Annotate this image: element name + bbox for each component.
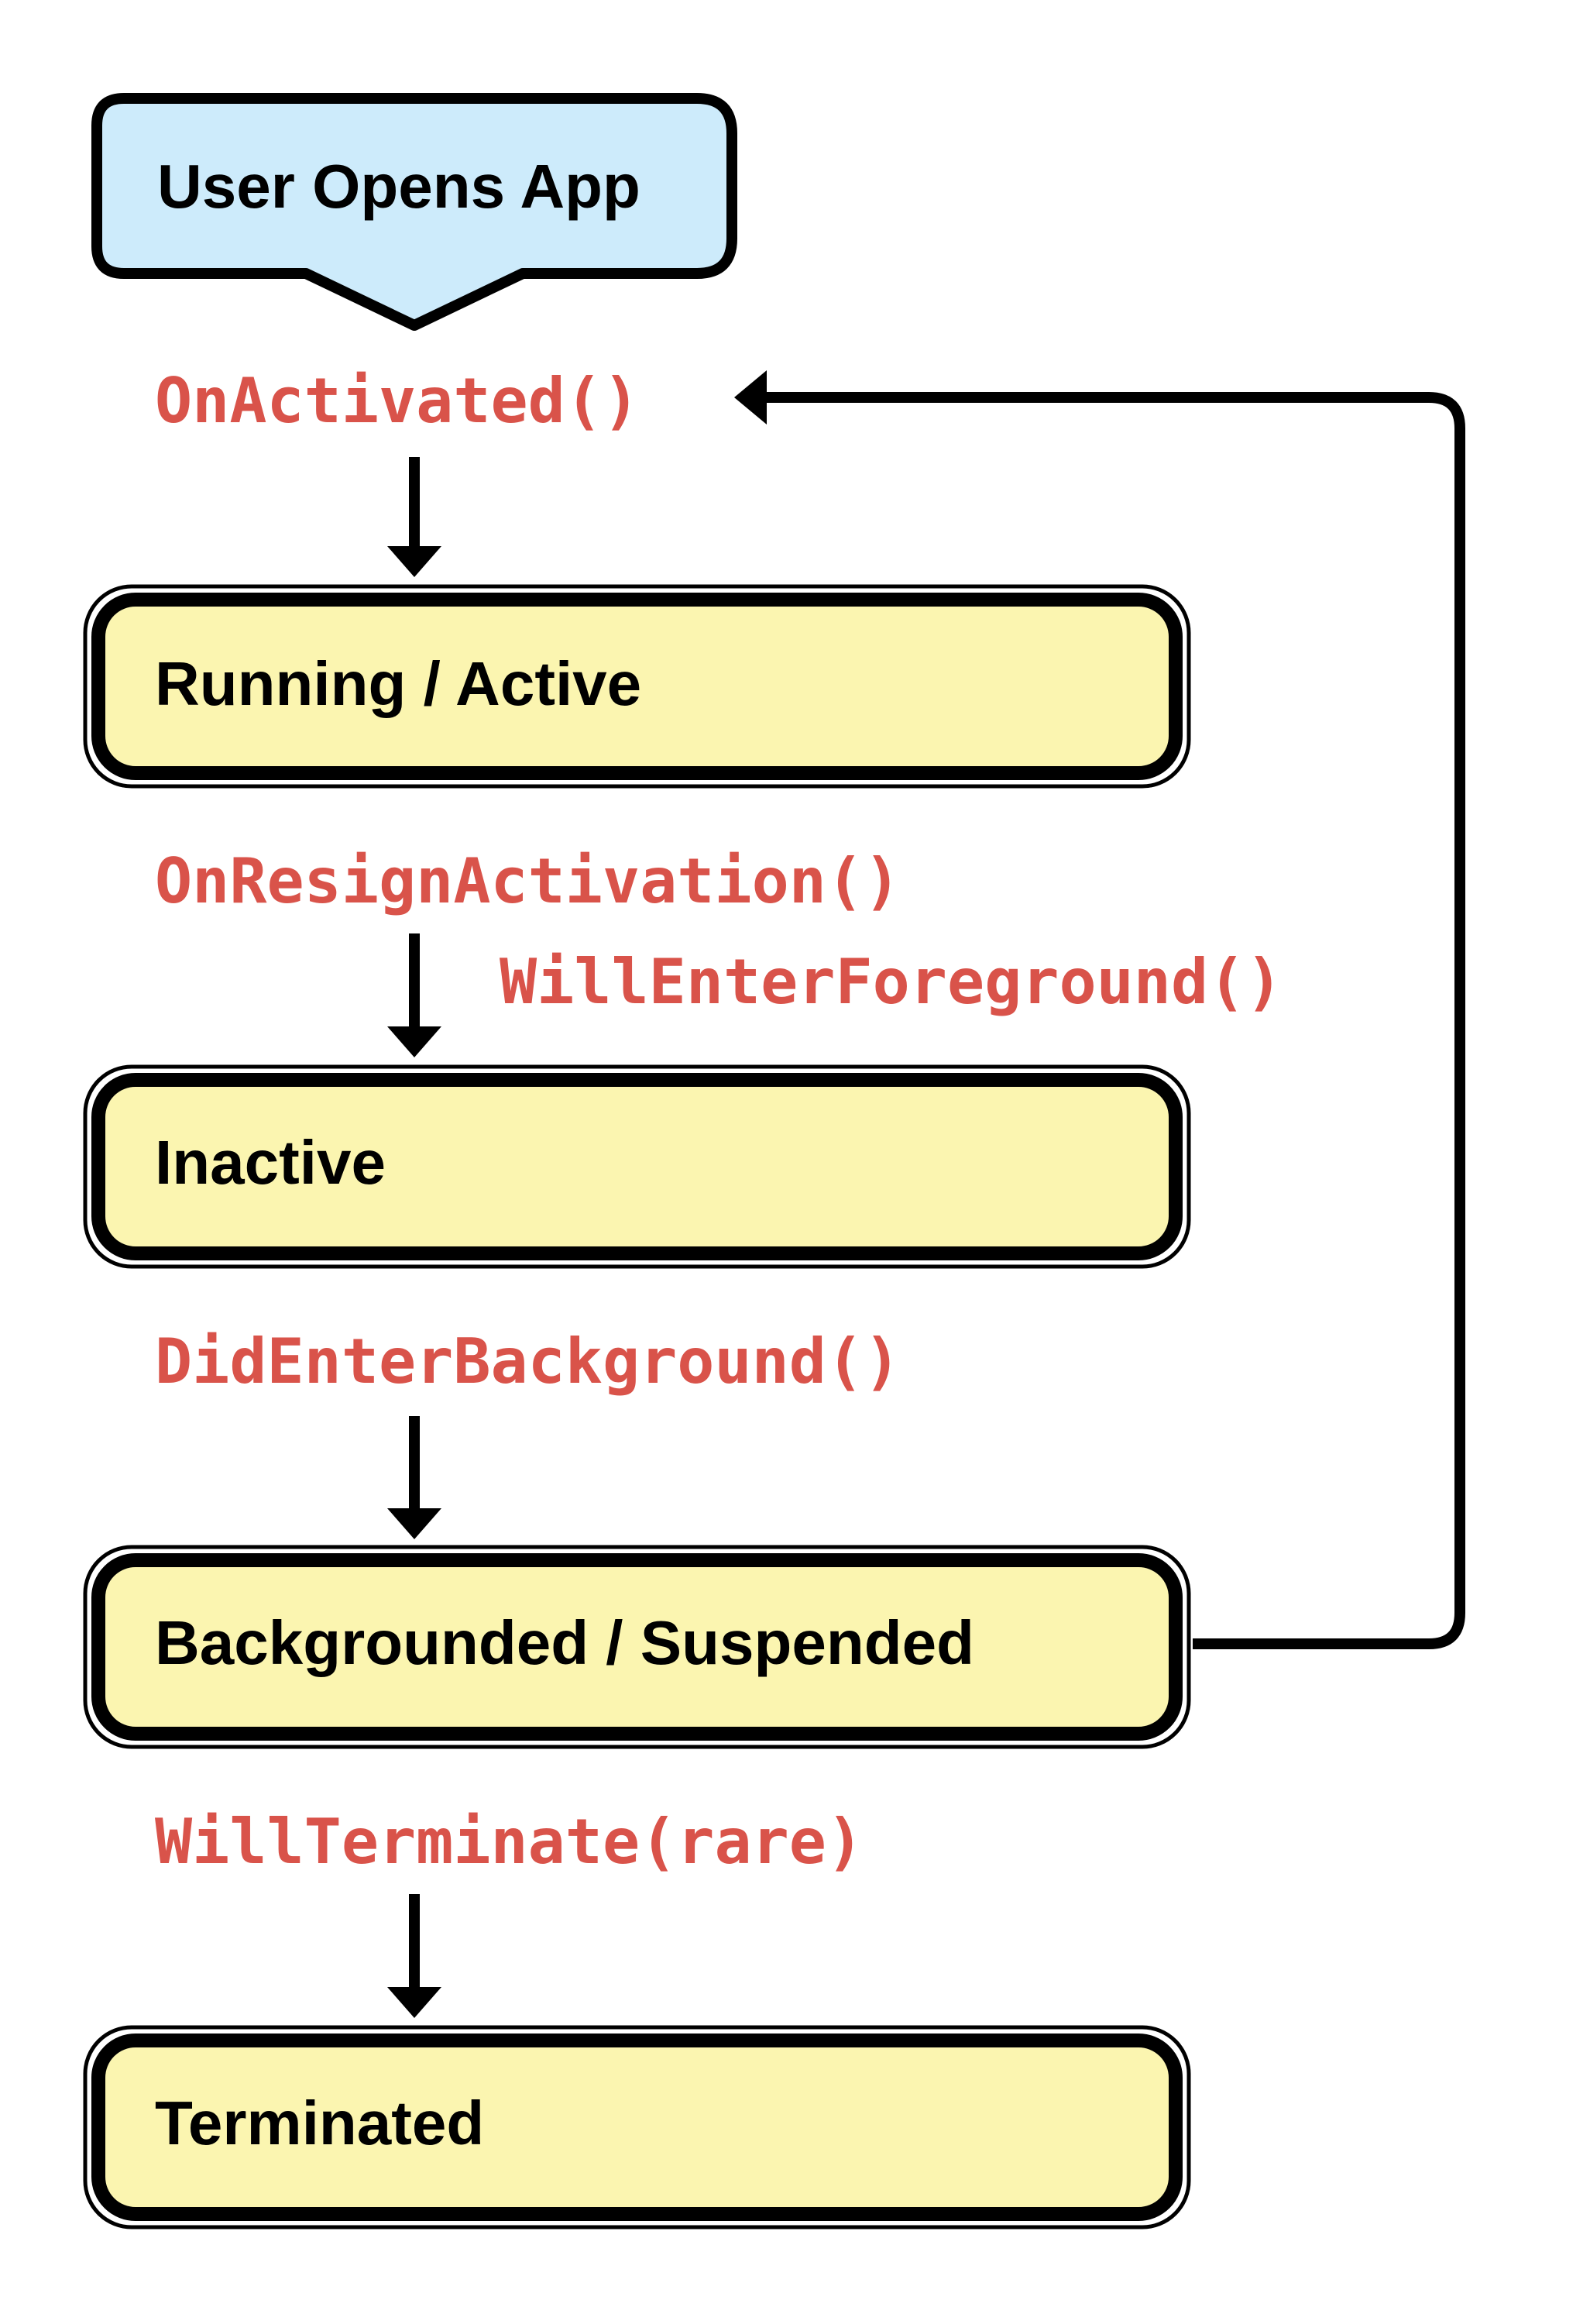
state-backgrounded-label: Backgrounded / Suspended bbox=[155, 1608, 974, 1677]
state-inactive-label: Inactive bbox=[155, 1128, 386, 1197]
state-backgrounded: Backgrounded / Suspended bbox=[83, 1545, 1191, 1749]
event-will-enter-foreground: WillEnterForeground() bbox=[500, 946, 1283, 1018]
state-inactive: Inactive bbox=[83, 1064, 1191, 1269]
arrow-to-inactive bbox=[387, 933, 441, 1057]
arrow-to-terminated bbox=[387, 1894, 441, 2018]
arrow-return-to-activated bbox=[734, 370, 1465, 1649]
start-node: User Opens App bbox=[91, 93, 737, 331]
event-on-activated: OnActivated() bbox=[155, 365, 640, 437]
start-node-shape bbox=[91, 93, 737, 331]
state-terminated: Terminated bbox=[83, 2025, 1191, 2229]
state-terminated-label: Terminated bbox=[155, 2089, 484, 2157]
start-node-label: User Opens App bbox=[157, 152, 640, 221]
state-running-box bbox=[91, 593, 1183, 780]
state-backgrounded-box bbox=[91, 1553, 1183, 1741]
state-running-label: Running / Active bbox=[155, 649, 641, 718]
state-terminated-box bbox=[91, 2033, 1183, 2221]
event-on-resign-activation: OnResignActivation() bbox=[155, 845, 901, 917]
event-will-terminate: WillTerminate(rare) bbox=[155, 1806, 864, 1878]
state-running: Running / Active bbox=[83, 584, 1191, 789]
arrow-to-running bbox=[387, 457, 441, 577]
state-inactive-box bbox=[91, 1073, 1183, 1260]
arrow-to-backgrounded bbox=[387, 1416, 441, 1539]
event-did-enter-background: DidEnterBackground() bbox=[155, 1325, 901, 1397]
